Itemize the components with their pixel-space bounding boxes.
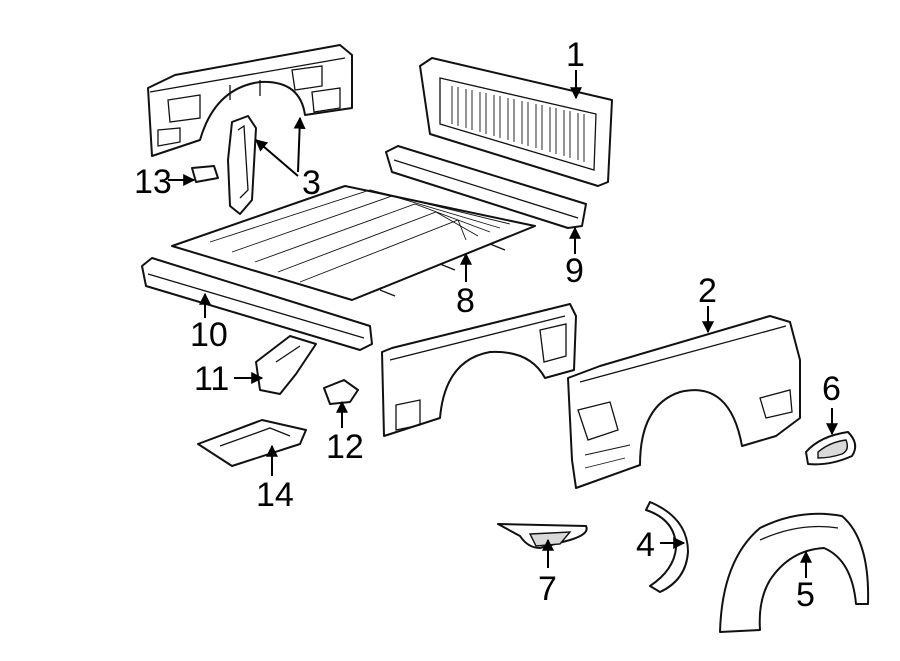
callout-8: 8 [456,282,475,320]
wheelhouse-strap-part [645,501,689,593]
bed-floor-part [171,185,536,301]
callout-10: 10 [190,316,228,354]
fuel-door-part [805,431,857,466]
leader-lines [168,70,838,578]
front-panel-part [147,44,353,157]
skid-plate-part [197,419,307,467]
callout-4: 4 [636,526,655,564]
callout-1: 1 [566,36,585,74]
front-brace-part [227,115,257,215]
callout-11: 11 [194,360,229,398]
callout-2: 2 [698,272,717,310]
side-panel-part [381,303,577,437]
callout-14: 14 [256,476,294,514]
rear-sill-part [385,145,587,229]
floor-support-part [255,335,317,395]
callout-12: 12 [326,428,364,466]
side-bracket-part [497,523,588,549]
wheel-liner-part [719,512,870,633]
callout-7: 7 [538,570,557,608]
callout-9: 9 [565,252,584,290]
small-bracket-part [191,165,219,183]
leader-3a [255,139,299,177]
tailgate-part [419,57,613,187]
callout-13: 13 [134,163,172,201]
plug-part [323,379,359,405]
callout-6: 6 [822,370,841,408]
callout-labels: 1 2 3 4 5 6 7 8 9 10 11 12 13 14 [134,36,841,614]
callout-3: 3 [302,164,321,202]
front-crossmember-part [141,257,373,351]
leader-3b [293,116,306,173]
callout-5: 5 [796,576,815,614]
bed-side-part [567,315,801,489]
